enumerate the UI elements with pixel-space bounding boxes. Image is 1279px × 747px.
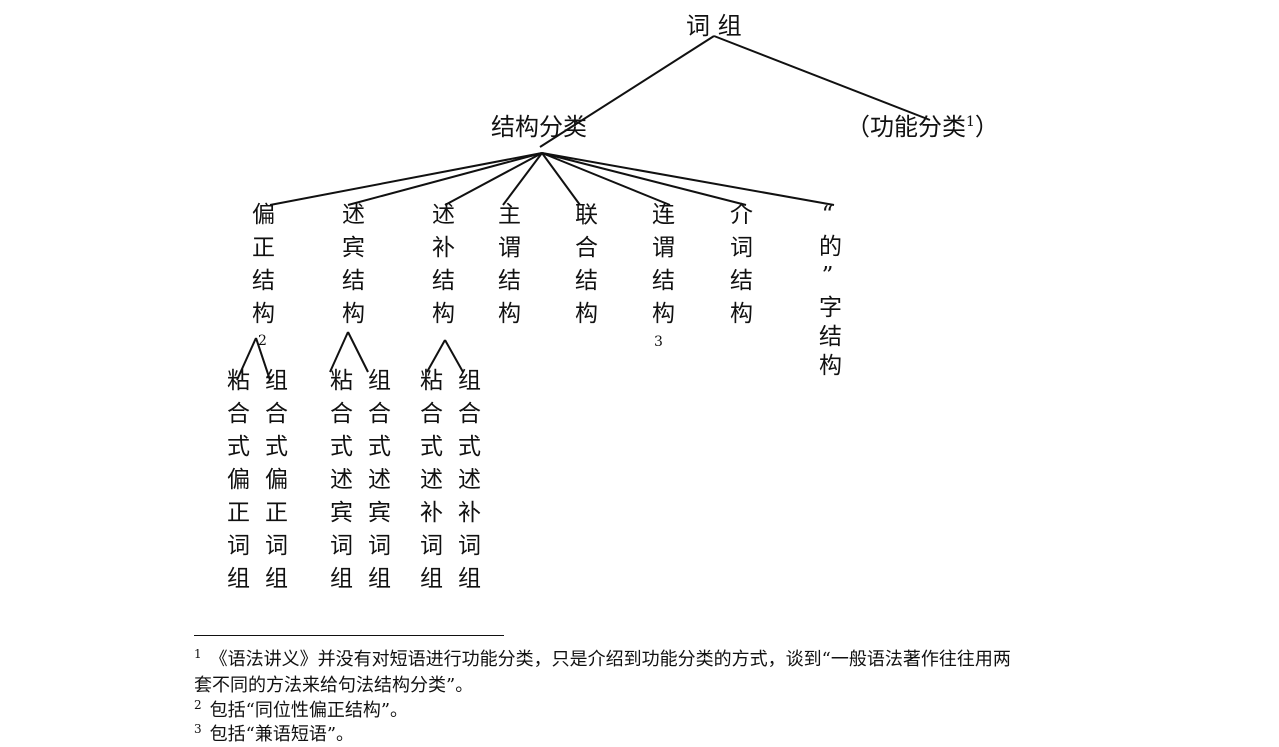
footnote-3: 3 包括“兼语短语”。 [194, 722, 1194, 747]
footnote-1-continued: 套不同的方法来给句法结构分类”。 [194, 673, 1194, 698]
structure-jieci: 介词结构 [721, 202, 752, 334]
subtype-nianhe-shubu: 粘合式述补词组 [411, 368, 442, 599]
subtype-zuhe-shubin-text: 组合式述宾词组 [363, 368, 390, 599]
subtype-nianhe-pianzheng-text: 粘合式偏正词组 [222, 368, 249, 599]
subtype-zuhe-shubu: 组合式述补词组 [449, 368, 480, 599]
structure-zhuwei: 主谓结构 [489, 202, 520, 334]
subtype-zuhe-shubu-text: 组合式述补词组 [453, 368, 480, 599]
structure-lianwei-text: 连谓结构 [647, 202, 674, 334]
edge-pianzheng-nianhe [236, 337, 257, 381]
footnote-ref-3: 3 [654, 334, 663, 350]
edge-structural-shubu [444, 152, 543, 206]
subtype-zuhe-pianzheng-text: 组合式偏正词组 [260, 368, 287, 599]
edge-shubu-zuhe [444, 339, 464, 373]
root-node-label: 词 组 [686, 12, 742, 40]
structure-lianhe: 联合结构 [566, 202, 597, 334]
structure-shubin: 述宾结构 [333, 202, 364, 334]
functional-classification-label: （功能分类1） [846, 113, 999, 141]
edge-structural-lianhe [541, 152, 581, 206]
structure-shubu: 述补结构 [423, 202, 454, 334]
structure-de: “的”字结构 [810, 202, 841, 382]
edge-structural-pianzheng [269, 152, 543, 206]
structure-de-text: “的”字结构 [814, 202, 841, 382]
structure-lianwei: 连谓结构 [643, 202, 674, 334]
edge-structural-zhuwei [502, 152, 543, 206]
subtype-nianhe-pianzheng: 粘合式偏正词组 [218, 368, 249, 599]
edge-structural-lianwei [541, 152, 671, 206]
footnote-1-line1: 《语法讲义》并没有对短语进行功能分类，只是介绍到功能分类的方式，谈到“一般语法著… [209, 649, 1011, 670]
edge-structural-jieci [541, 152, 747, 206]
footnote-3-text: 包括“兼语短语”。 [209, 724, 355, 745]
footnote-2-text: 包括“同位性偏正结构”。 [209, 700, 409, 721]
structural-classification-label: 结构分类 [491, 113, 587, 141]
footnote-1-mark: 1 [194, 647, 202, 661]
footnote-ref-2: 2 [258, 333, 267, 349]
structure-pianzheng-text: 偏正结构 [247, 202, 274, 334]
structure-pianzheng: 偏正结构 [243, 202, 274, 334]
subtype-nianhe-shubin-text: 粘合式述宾词组 [325, 368, 352, 599]
edge-structural-shubin [347, 152, 543, 206]
edge-shubu-nianhe [426, 339, 446, 373]
edge-shubin-zuhe [347, 331, 369, 373]
edge-pianzheng-zuhe [255, 337, 271, 381]
edge-root-structural [539, 35, 715, 148]
footnote-separator [194, 635, 504, 636]
subtype-zuhe-shubin: 组合式述宾词组 [359, 368, 390, 599]
structure-jieci-text: 介词结构 [725, 202, 752, 334]
footnote-2-mark: 2 [194, 698, 202, 712]
structure-lianhe-text: 联合结构 [570, 202, 597, 334]
edge-shubin-nianhe [329, 331, 349, 373]
footnote-1: 1 《语法讲义》并没有对短语进行功能分类，只是介绍到功能分类的方式，谈到“一般语法… [194, 647, 1194, 672]
footnote-1-line2: 套不同的方法来给句法结构分类”。 [194, 675, 474, 696]
footnote-3-mark: 3 [194, 722, 202, 736]
structure-shubu-text: 述补结构 [427, 202, 454, 334]
edge-root-functional [713, 35, 931, 121]
subtype-zuhe-pianzheng: 组合式偏正词组 [256, 368, 287, 599]
subtype-nianhe-shubin: 粘合式述宾词组 [321, 368, 352, 599]
edge-structural-de [541, 152, 835, 206]
footnote-ref-1: 1 [966, 114, 975, 130]
structure-shubin-text: 述宾结构 [337, 202, 364, 334]
subtype-nianhe-shubu-text: 粘合式述补词组 [415, 368, 442, 599]
structure-zhuwei-text: 主谓结构 [493, 202, 520, 334]
footnote-2: 2 包括“同位性偏正结构”。 [194, 698, 1194, 723]
